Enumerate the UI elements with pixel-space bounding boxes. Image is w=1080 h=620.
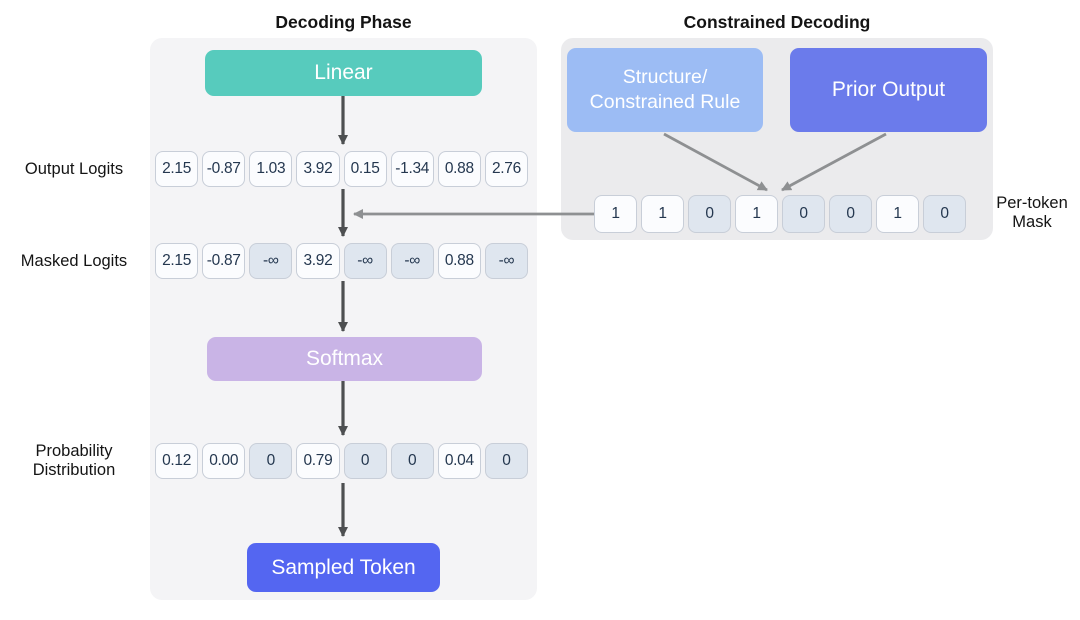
token-cell: 2.76 <box>484 151 528 187</box>
token-cell: 0 <box>249 443 293 479</box>
token-cell: 0 <box>923 195 966 233</box>
token-cell: -1.34 <box>390 151 434 187</box>
token-cell: 2.15 <box>155 151 199 187</box>
token-cell: 1 <box>641 195 684 233</box>
masked-logits-label: Masked Logits <box>20 252 128 270</box>
structure-rule-line-1: Structure/ <box>622 66 708 88</box>
probability-distribution-label: Probability Distribution <box>32 442 116 479</box>
token-cell: 1 <box>876 195 919 233</box>
structure-constrained-rule-box: Structure/ Constrained Rule <box>567 48 763 132</box>
linear-box: Linear <box>205 50 482 96</box>
output-logits-label: Output Logits <box>24 160 124 178</box>
token-cell: -∞ <box>343 243 387 279</box>
token-cell: 0.79 <box>296 443 340 479</box>
decoding-phase-title: Decoding Phase <box>275 12 412 32</box>
token-cell: -∞ <box>249 243 293 279</box>
token-cell: 0 <box>390 443 434 479</box>
token-cell: 2.15 <box>155 243 199 279</box>
token-cell: 0.12 <box>155 443 199 479</box>
token-cell: 0 <box>688 195 731 233</box>
structure-rule-line-2: Constrained Rule <box>589 91 741 113</box>
token-cell: 1.03 <box>249 151 293 187</box>
token-cell: 1 <box>735 195 778 233</box>
decoding-phase-panel <box>150 38 537 600</box>
token-cell: 0 <box>782 195 825 233</box>
constrained-decoding-title: Constrained Decoding <box>683 12 871 32</box>
token-cell: -∞ <box>390 243 434 279</box>
token-cell: 0.15 <box>343 151 387 187</box>
prior-output-box: Prior Output <box>790 48 987 132</box>
token-cell: 0.88 <box>437 151 481 187</box>
masked-logits-row: 2.15-0.87-∞3.92-∞-∞0.88-∞ <box>155 243 528 279</box>
token-cell: -∞ <box>484 243 528 279</box>
per-token-mask-label: Per-token Mask <box>996 194 1068 231</box>
token-cell: 0.04 <box>437 443 481 479</box>
softmax-box: Softmax <box>207 337 482 381</box>
token-cell: 0 <box>343 443 387 479</box>
token-cell: 3.92 <box>296 151 340 187</box>
token-cell: 1 <box>594 195 637 233</box>
token-cell: -0.87 <box>202 243 246 279</box>
token-cell: 3.92 <box>296 243 340 279</box>
token-cell: 0.88 <box>437 243 481 279</box>
token-cell: -0.87 <box>202 151 246 187</box>
token-cell: 0.00 <box>202 443 246 479</box>
sampled-token-box: Sampled Token <box>247 543 440 592</box>
token-cell: 0 <box>484 443 528 479</box>
token-cell: 0 <box>829 195 872 233</box>
